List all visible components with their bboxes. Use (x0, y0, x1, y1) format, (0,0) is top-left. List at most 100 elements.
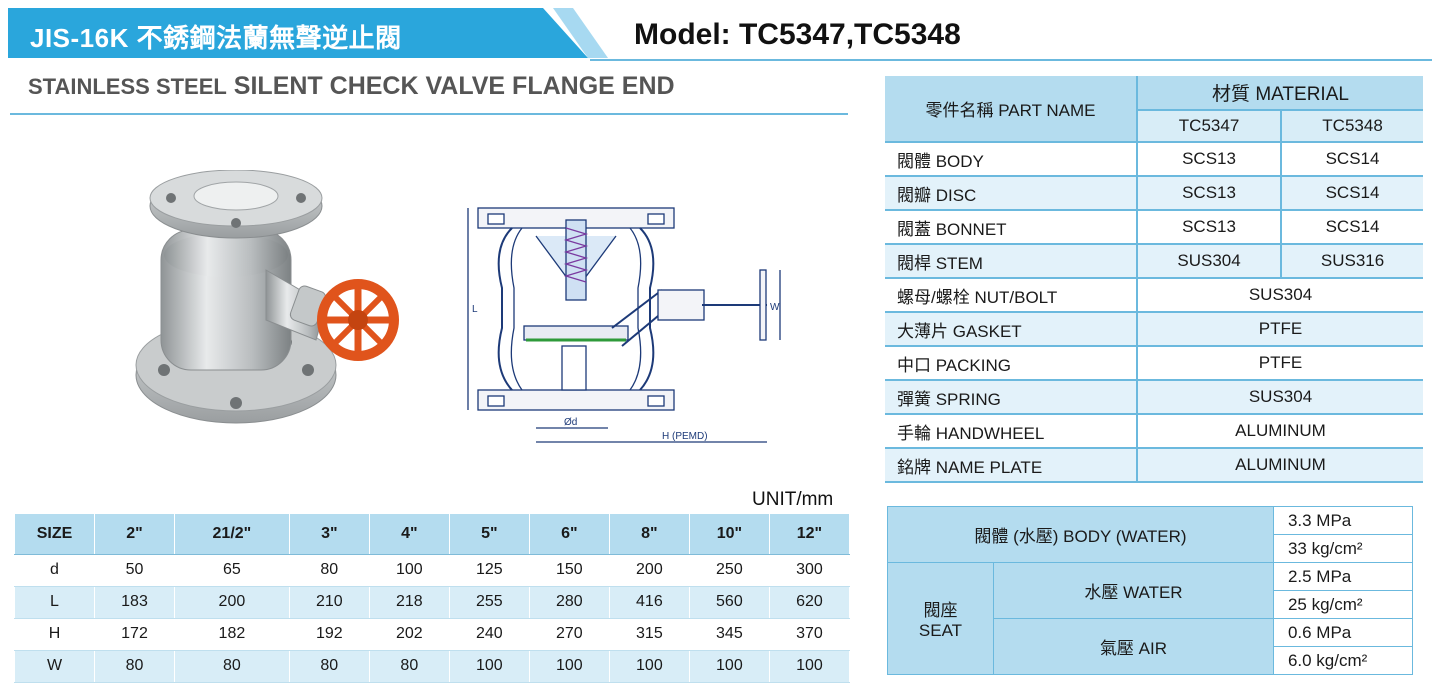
table-cell: 172 (93, 618, 176, 651)
table-row: 閥瓣 DISC SCS13 SCS14 (885, 176, 1423, 211)
table-cell: 200 (608, 554, 690, 587)
pressure-value: 25 kg/cm² (1272, 590, 1414, 619)
table-cell: 125 (448, 554, 530, 587)
table-cell: 240 (448, 618, 530, 651)
subtitle-main: SILENT CHECK VALVE FLANGE END (233, 72, 675, 100)
material-cell: SUS304 (1137, 244, 1283, 279)
table-cell: 100 (448, 650, 530, 683)
material-cell: ALUMINUM (1137, 414, 1423, 449)
table-cell: 218 (368, 586, 450, 619)
pressure-value: 6.0 kg/cm² (1272, 646, 1414, 675)
table-cell: 315 (608, 618, 690, 651)
model-header-tc5348: TC5348 (1281, 110, 1423, 143)
table-cell: 255 (448, 586, 530, 619)
table-row: 氣壓 AIR 0.6 MPa (888, 618, 1414, 675)
table-row: 大薄片 GASKET PTFE (885, 312, 1423, 347)
material-cell: SCS14 (1281, 176, 1423, 211)
table-row: 中口 PACKING PTFE (885, 346, 1423, 381)
table-cell: 100 (688, 650, 770, 683)
table-row: 手輪 HANDWHEEL ALUMINUM (885, 414, 1423, 449)
dim-header-cell: 12" (768, 514, 851, 555)
table-cell: 182 (174, 618, 290, 651)
material-header-row: 零件名稱 PART NAME 材質 MATERIAL (885, 76, 1423, 143)
dim-header-cell: 10" (688, 514, 770, 555)
subtitle-prefix: STAINLESS STEEL (28, 74, 227, 99)
dim-header-cell: 3" (288, 514, 370, 555)
drawing-h-label: H (PEMD) (662, 431, 708, 442)
table-row: 閥蓋 BONNET SCS13 SCS14 (885, 210, 1423, 245)
material-cell: PTFE (1137, 346, 1423, 381)
table-cell: 620 (768, 586, 851, 619)
table-cell: 210 (288, 586, 370, 619)
table-cell: 345 (688, 618, 770, 651)
part-name: 閥桿 STEM (885, 244, 1138, 279)
water-label: 水壓 WATER (993, 562, 1274, 619)
table-cell: 300 (768, 554, 851, 587)
dimension-table: SIZE 2" 21/2" 3" 4" 5" 6" 8" 10" 12" d 5… (14, 514, 851, 683)
drawing-l-label: L (472, 304, 478, 315)
air-label: 氣壓 AIR (993, 618, 1274, 675)
part-name: 大薄片 GASKET (885, 312, 1138, 347)
pressure-value: 33 kg/cm² (1272, 534, 1414, 563)
seat-label-zh: 閥座 (923, 601, 958, 620)
row-label: d (14, 554, 95, 587)
valve-photo (135, 170, 399, 424)
table-row: 閥桿 STEM SUS304 SUS316 (885, 244, 1423, 279)
dim-header-cell: 8" (608, 514, 690, 555)
table-row: W 80 80 80 80 100 100 100 100 100 (14, 650, 851, 683)
dim-header-cell: 21/2" (174, 514, 290, 555)
handwheel-icon (317, 279, 399, 361)
table-cell: 150 (528, 554, 610, 587)
seat-label: 閥座 SEAT (887, 562, 994, 675)
table-row: 閥體 BODY SCS13 SCS14 (885, 142, 1423, 177)
table-row: 閥體 (水壓) BODY (WATER) 3.3 MPa (887, 506, 1414, 563)
table-cell: 183 (93, 586, 176, 619)
section-drawing: L Ød H (PEMD) W (467, 207, 781, 443)
table-cell: 202 (368, 618, 450, 651)
dim-header-cell: 2" (93, 514, 176, 555)
table-cell: 250 (688, 554, 770, 587)
product-subtitle: STAINLESS STEEL SILENT CHECK VALVE FLANG… (28, 72, 675, 101)
part-name-header: 零件名稱 PART NAME (885, 76, 1138, 143)
seat-label-en: SEAT (918, 621, 963, 640)
table-cell: 100 (768, 650, 851, 683)
pressure-value: 0.6 MPa (1272, 618, 1414, 647)
table-row: 銘牌 NAME PLATE ALUMINUM (885, 448, 1423, 483)
drawing-d-label: Ød (564, 417, 577, 428)
material-cell: SUS304 (1137, 380, 1423, 415)
material-table: 零件名稱 PART NAME 材質 MATERIAL TC5347 TC5348… (885, 76, 1423, 483)
table-cell: 80 (368, 650, 450, 683)
table-row: L 183 200 210 218 255 280 416 560 620 (14, 586, 851, 619)
table-row: 螺母/螺栓 NUT/BOLT SUS304 (885, 278, 1423, 313)
model-header-row: TC5347 TC5348 (885, 110, 1423, 143)
dim-header-cell: SIZE (14, 514, 95, 555)
material-cell: SUS316 (1281, 244, 1423, 279)
part-name: 手輪 HANDWHEEL (885, 414, 1138, 449)
dimension-header-row: SIZE 2" 21/2" 3" 4" 5" 6" 8" 10" 12" (14, 514, 851, 555)
table-row: 6.0 kg/cm² (888, 646, 1414, 675)
part-name: 閥蓋 BONNET (885, 210, 1138, 245)
part-name: 彈簧 SPRING (885, 380, 1138, 415)
material-cell: SCS13 (1137, 210, 1283, 245)
table-row: 25 kg/cm² (888, 590, 1414, 619)
part-name: 閥瓣 DISC (885, 176, 1138, 211)
table-cell: 370 (768, 618, 851, 651)
row-label: H (14, 618, 95, 651)
material-cell: SUS304 (1137, 278, 1423, 313)
subtitle-rule (10, 113, 848, 115)
table-cell: 80 (93, 650, 176, 683)
table-row: 閥座 SEAT 水壓 WATER 2.5 MPa (887, 562, 1414, 675)
material-cell: SCS13 (1137, 176, 1283, 211)
part-name: 中口 PACKING (885, 346, 1138, 381)
model-header-tc5347: TC5347 (1137, 110, 1283, 143)
dim-header-cell: 4" (368, 514, 450, 555)
material-cell: ALUMINUM (1137, 448, 1423, 483)
part-name: 銘牌 NAME PLATE (885, 448, 1138, 483)
table-row: H 172 182 192 202 240 270 315 345 370 (14, 618, 851, 651)
table-cell: 80 (288, 650, 370, 683)
dim-header-cell: 5" (448, 514, 530, 555)
pressure-value: 3.3 MPa (1272, 506, 1414, 535)
table-row: d 50 65 80 100 125 150 200 250 300 (14, 554, 851, 587)
table-row: 彈簧 SPRING SUS304 (885, 380, 1423, 415)
table-cell: 100 (528, 650, 610, 683)
